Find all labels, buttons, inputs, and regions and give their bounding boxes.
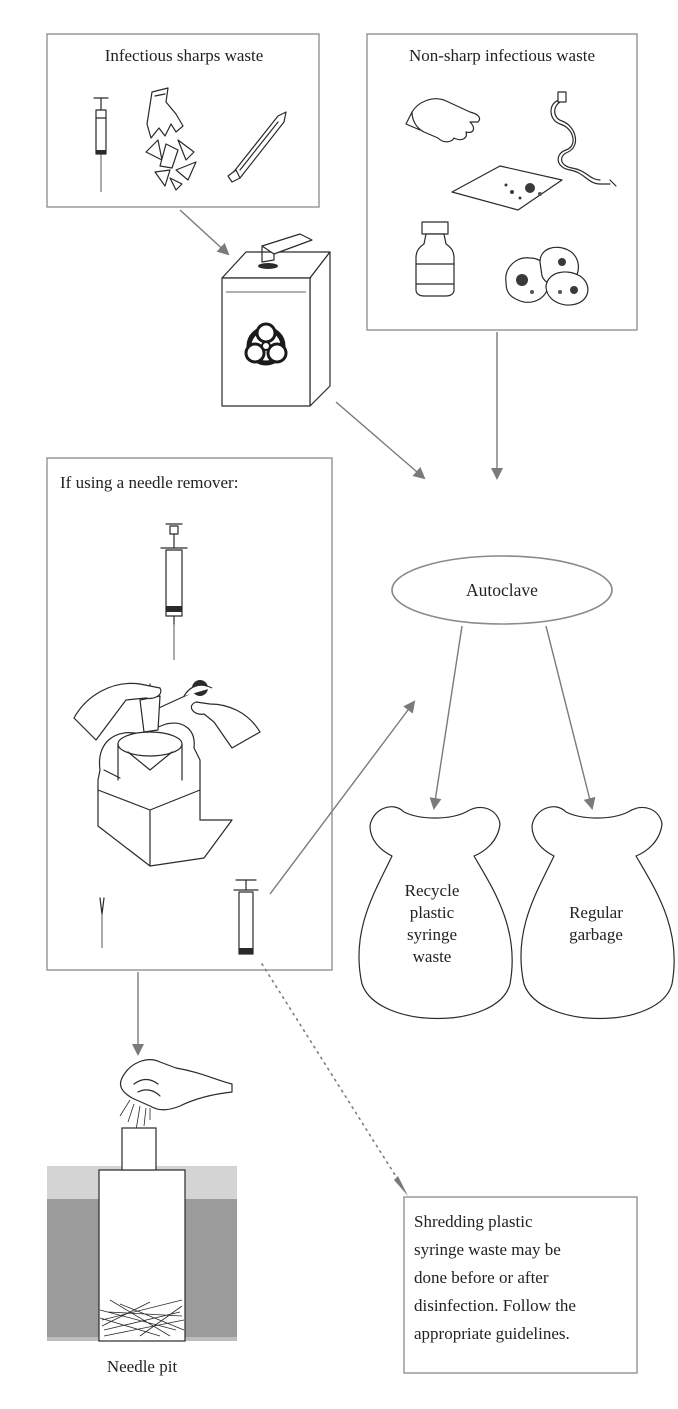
arrow-autoclave-to-garbage xyxy=(545,625,596,810)
needle-pit-label: Needle pit xyxy=(107,1357,178,1376)
scalpel-icon xyxy=(227,111,287,183)
sharps-box-frame xyxy=(46,33,320,208)
iv-tubing-icon xyxy=(550,91,617,187)
cotton-balls-icon xyxy=(505,246,589,306)
nonsharp-box-title: Non-sharp infectious waste xyxy=(409,46,595,65)
dotted-line-to-note xyxy=(261,963,403,1187)
autoclave-label: Autoclave xyxy=(466,580,538,600)
recycle-bag-line-3: syringe xyxy=(407,925,457,944)
needle-remover-box: If using a needle remover: xyxy=(46,457,333,971)
syringe-icon xyxy=(93,97,109,192)
shredding-note: Shredding plastic syringe waste may be d… xyxy=(403,1196,638,1374)
syringe-with-needle-icon xyxy=(160,523,188,660)
dotted-arrowhead xyxy=(394,1176,408,1196)
needle-pit: Needle pit xyxy=(47,1127,237,1376)
regular-garbage-bag: Regular garbage xyxy=(520,806,675,1019)
needle-icon xyxy=(99,897,105,948)
biohazard-icon xyxy=(244,322,288,366)
recycle-bag-line-1: Recycle xyxy=(405,881,460,900)
note-line-2: syringe waste may be xyxy=(414,1240,561,1259)
nonsharp-waste-box: Non-sharp infectious waste xyxy=(366,33,638,331)
flow-arrows xyxy=(132,209,596,1196)
recycle-bag-line-2: plastic xyxy=(410,903,455,922)
arrow-autoclave-to-recycle xyxy=(429,625,463,810)
needle-remover-frame xyxy=(46,457,333,971)
autoclave-ellipse xyxy=(391,555,613,625)
note-line-1: Shredding plastic xyxy=(414,1212,533,1231)
pouring-hand-icon xyxy=(119,1059,233,1131)
arrow-sharps-to-container xyxy=(179,209,230,256)
note-line-3: done before or after xyxy=(414,1268,549,1287)
broken-glass-icon xyxy=(145,87,197,191)
needles-pile-icon xyxy=(99,1299,185,1337)
nonsharp-box-frame xyxy=(366,33,638,331)
arrow-container-to-autoclave xyxy=(335,401,426,480)
soiled-dressing-icon xyxy=(451,165,563,211)
vial-icon xyxy=(415,221,455,297)
note-line-4: disinfection. Follow the xyxy=(414,1296,576,1315)
regular-bag-line-2: garbage xyxy=(569,925,623,944)
needle-remover-title: If using a needle remover: xyxy=(60,473,238,492)
syringe-without-needle-icon xyxy=(233,879,259,955)
arrow-syringe-to-autoclave xyxy=(269,700,416,895)
recycle-bag: Recycle plastic syringe waste xyxy=(358,806,513,1019)
needle-remover-device-icon xyxy=(73,680,261,867)
sharps-container-icon xyxy=(221,233,331,407)
regular-bag-line-1: Regular xyxy=(569,903,623,922)
autoclave-node: Autoclave xyxy=(391,555,613,625)
note-line-5: appropriate guidelines. xyxy=(414,1324,570,1343)
recycle-bag-line-4: waste xyxy=(413,947,452,966)
sharps-box-title: Infectious sharps waste xyxy=(105,46,264,65)
glove-icon xyxy=(405,98,481,143)
sharps-waste-box: Infectious sharps waste xyxy=(46,33,320,208)
